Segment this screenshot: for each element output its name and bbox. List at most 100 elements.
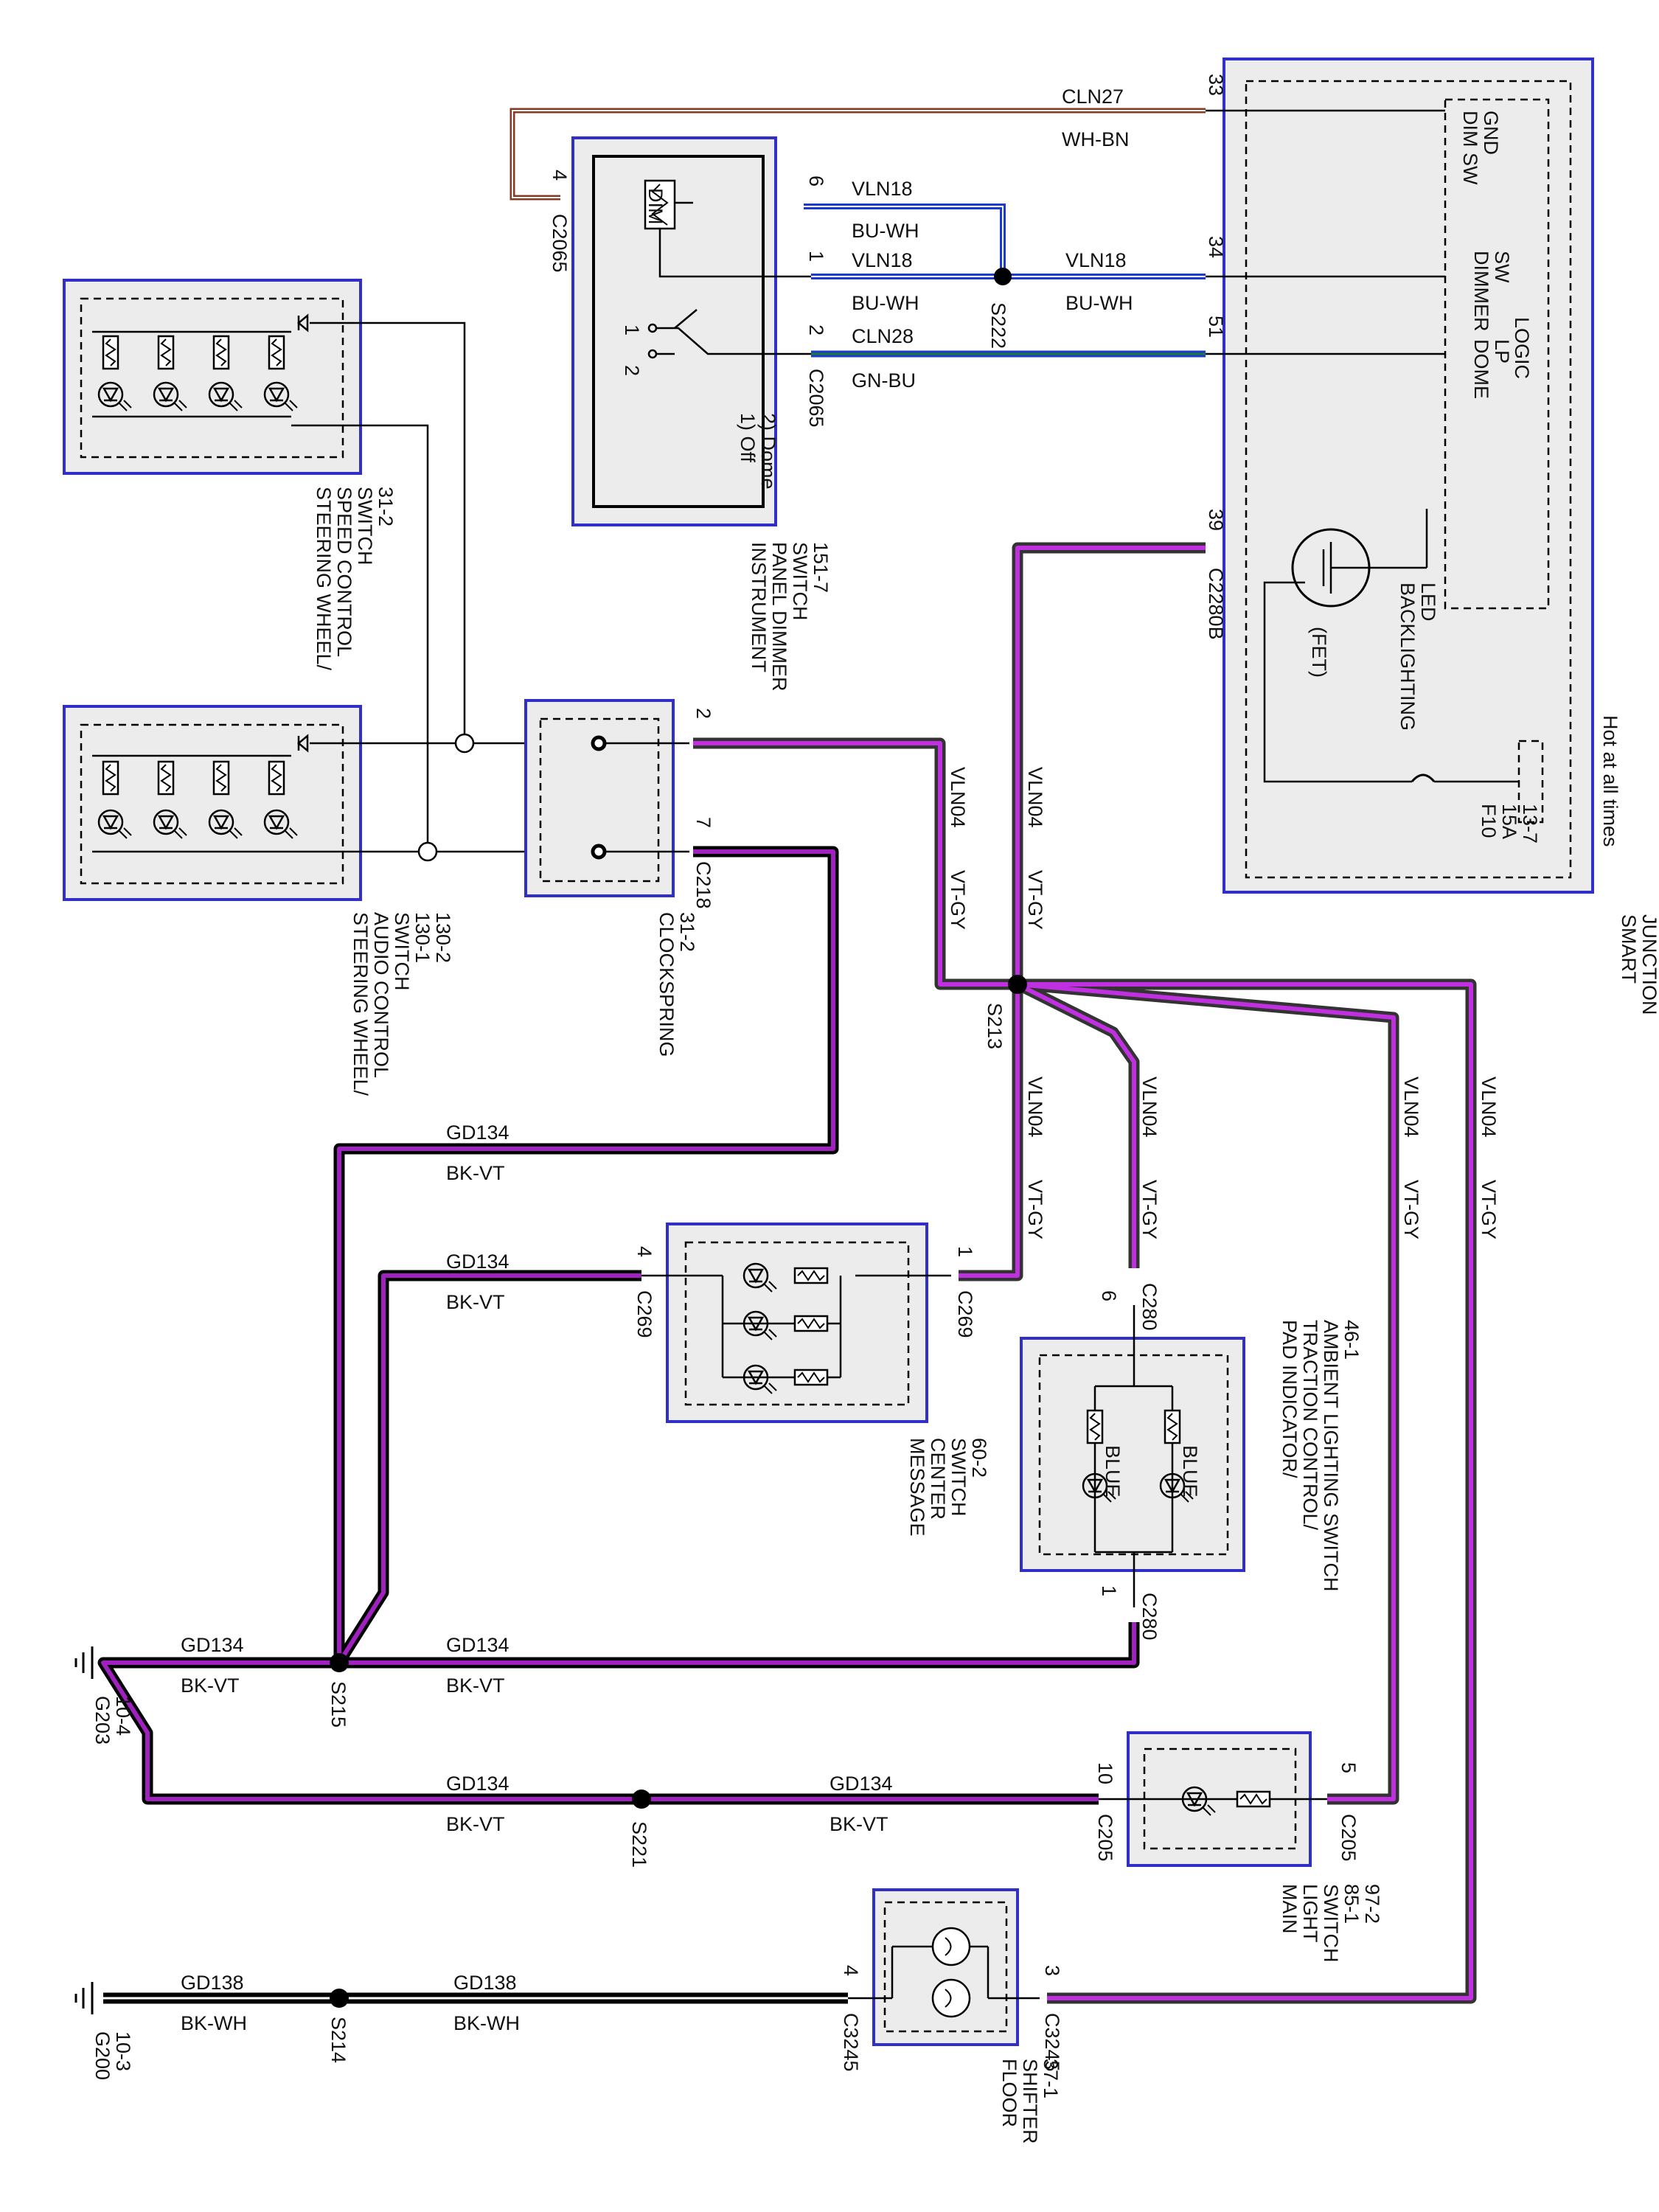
dimmer-name: INSTRUMENTPANEL DIMMERSWITCH151-7 (748, 542, 832, 692)
w_vln18c-color: BU-WH (1065, 292, 1133, 314)
w_vln04d-circuit: VLN04 (1138, 1077, 1161, 1138)
w_vln18a-color: BU-WH (852, 220, 919, 242)
m4-pin: 4 (633, 1246, 655, 1257)
clockspring (524, 699, 689, 897)
sjb-hot-note: Hot at all times (1599, 715, 1621, 847)
instrument-panel-dimmer-switch (571, 136, 811, 526)
ground-g203: G20310-4 (91, 1696, 134, 1745)
smart-junction-box (1206, 58, 1594, 894)
d2-pin: 2 (805, 324, 827, 335)
c39-pin: 39 (1205, 509, 1227, 531)
dimmer-p2: 2 (621, 365, 643, 376)
p6-pin: 6 (1098, 1290, 1120, 1301)
w_cln28-color: GN-BU (852, 369, 916, 392)
sjb-name: SMARTJUNCTIONBOX (SJB)11-3 (1618, 914, 1659, 1015)
m1-conn: C269 (954, 1290, 976, 1338)
splice-points (330, 268, 1027, 2008)
w_gd134d-circuit: GD134 (446, 1634, 509, 1656)
clockspring-name: CLOCKSPRING31-2 (655, 912, 698, 1057)
w_vln04d-color: VT-GY (1138, 1180, 1161, 1239)
w_cln27-color: WH-BN (1062, 128, 1129, 150)
splice-s222: S222 (987, 302, 1009, 349)
f3-conn: C3245 (1041, 2013, 1063, 2072)
k7-conn: C218 (692, 861, 714, 909)
k7-pin: 7 (692, 817, 714, 828)
w_vln18b-circuit: VLN18 (852, 249, 913, 271)
w_vln04b-color: VT-GY (1024, 870, 1046, 930)
f4-pin: 4 (840, 1965, 862, 1976)
l5-conn: C205 (1338, 1814, 1360, 1862)
w_gd134d-color: BK-VT (446, 1674, 505, 1697)
sjb-backlighting: BACKLIGHTINGLED (1397, 582, 1439, 731)
pad-blue-1: BLUE (1102, 1445, 1124, 1498)
w_gd134c-color: BK-VT (181, 1674, 240, 1697)
floor-shifter (848, 1888, 1040, 2046)
f4-conn: C3245 (840, 2013, 862, 2072)
w_vln04c-color: VT-GY (1024, 1180, 1046, 1239)
sjb-logic: LOGIC (1511, 317, 1533, 379)
f3-pin: 3 (1041, 1965, 1063, 1976)
pad-blue-2: BLUE (1179, 1445, 1201, 1498)
pad-indicator-switch (1020, 1305, 1245, 1607)
dimmer-dim: DIM (644, 188, 667, 225)
w_gd134a-color: BK-VT (446, 1162, 505, 1184)
sjb-dome-lp: DOMELP (1470, 339, 1513, 399)
pad-name: PAD INDICATOR/TRACTION CONTROL/AMBIENT L… (1279, 1320, 1363, 1592)
w_gd138a-color: BK-WH (181, 2012, 247, 2034)
c39-conn: C2280B (1205, 568, 1227, 640)
l10-conn: C205 (1094, 1814, 1116, 1862)
sjb-fet: (FET) (1308, 627, 1330, 678)
splice-s221: S221 (628, 1821, 650, 1868)
d6-pin: 6 (805, 175, 827, 187)
d2-conn: C2065 (805, 369, 827, 428)
w_gd134e-circuit: GD134 (446, 1773, 509, 1795)
ground-g200: G20010-3 (91, 2031, 134, 2080)
w_cln27-circuit: CLN27 (1062, 86, 1124, 108)
l5-pin: 5 (1338, 1762, 1360, 1773)
w_gd134e-color: BK-VT (446, 1813, 505, 1835)
splice-s213: S213 (984, 1003, 1006, 1049)
c51-pin: 51 (1205, 316, 1227, 338)
splice-s214: S214 (327, 2017, 349, 2063)
audio-control-switch (63, 705, 590, 901)
audio-name: STEERING WHEEL/AUDIO CONTROLSWITCH130-11… (349, 912, 454, 1096)
w_vln04b-circuit: VLN04 (1024, 767, 1046, 828)
w_gd134b-color: BK-VT (446, 1291, 505, 1313)
m1-pin: 1 (954, 1246, 976, 1257)
d1-pin: 1 (805, 251, 827, 262)
w_vln04a-circuit: VLN04 (947, 767, 969, 828)
main-light-name: MAINLIGHTSWITCH85-197-2 (1279, 1884, 1383, 1962)
w_gd134b-circuit: GD134 (446, 1251, 509, 1273)
m4-conn: C269 (633, 1290, 655, 1338)
shifter-name: FLOORSHIFTER37-1 (998, 2059, 1062, 2144)
w_gd138b-circuit: GD138 (453, 1972, 517, 1994)
l10-pin: 10 (1094, 1762, 1116, 1784)
switch-elements (97, 335, 1271, 1817)
w_vln18a-circuit: VLN18 (852, 178, 913, 200)
w_vln18c-circuit: VLN18 (1065, 249, 1127, 271)
ground-symbols (74, 1645, 94, 2016)
w_vln04e-color: VT-GY (1400, 1180, 1422, 1239)
w_vln04c-circuit: VLN04 (1024, 1077, 1046, 1138)
w_vln04f-circuit: VLN04 (1478, 1077, 1500, 1138)
w_vln04a-color: VT-GY (947, 870, 969, 930)
message-name: MESSAGECENTERSWITCH60-2 (906, 1438, 990, 1537)
dimmer-positions: 1) Off2) Dome (737, 413, 779, 490)
w_gd134f-circuit: GD134 (830, 1773, 893, 1795)
speed-name: STEERING WHEEL/SPEED CONTROLSWITCH31-2 (313, 487, 397, 671)
d4-pin: 4 (549, 170, 571, 181)
p1-conn: C280 (1138, 1593, 1161, 1641)
dimmer-p1: 1 (621, 324, 643, 335)
sjb-fuse: F1015A13-7 (1478, 804, 1541, 844)
main-light-switch (1099, 1731, 1327, 1867)
w_gd134a-circuit: GD134 (446, 1121, 509, 1144)
w_cln28-circuit: CLN28 (852, 325, 914, 347)
w_gd138a-circuit: GD138 (181, 1972, 244, 1994)
splice-s215: S215 (327, 1681, 349, 1728)
sjb-dimmer-sw: DIMMERSW (1470, 251, 1513, 332)
w_gd134c-circuit: GD134 (181, 1634, 244, 1656)
w_vln04f-color: VT-GY (1478, 1180, 1500, 1239)
wires (97, 108, 1477, 2004)
labels: SMARTJUNCTIONBOX (SJB)11-3 Hot at all tim… (91, 74, 1659, 2144)
